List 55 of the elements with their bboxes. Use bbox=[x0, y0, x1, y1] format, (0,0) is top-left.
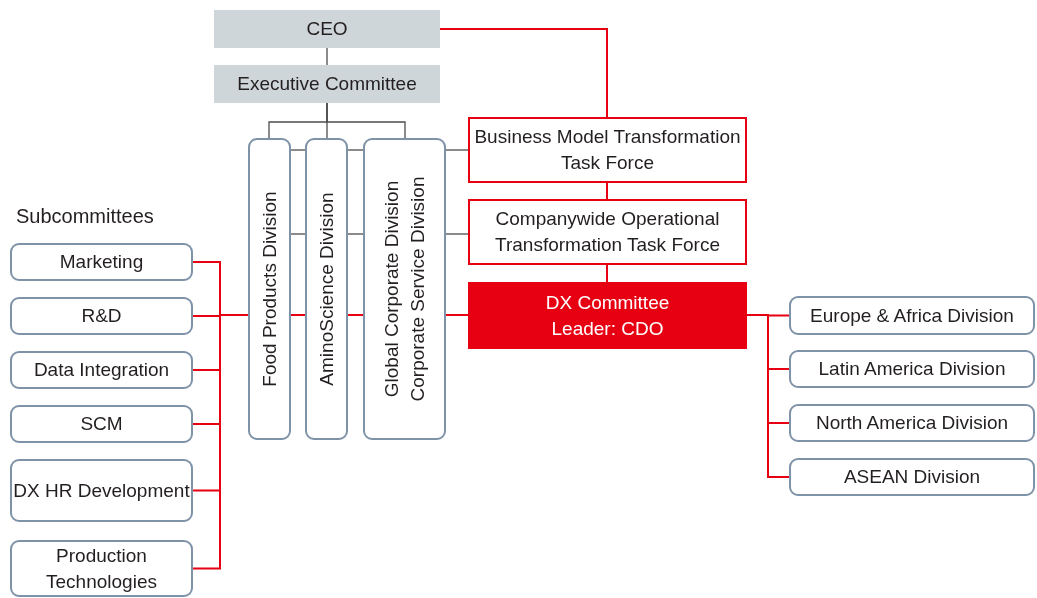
connector-line bbox=[290, 233, 306, 235]
subcommittee-box bbox=[10, 459, 193, 522]
connector-line bbox=[746, 314, 790, 478]
node-text: R&D bbox=[81, 304, 122, 329]
node-text: Companywide Operational Transformation Task Force bbox=[494, 207, 721, 257]
node-text: DX Committee bbox=[545, 290, 670, 315]
node-text: Executive Committee bbox=[237, 72, 417, 97]
connector-line bbox=[347, 233, 364, 235]
group-heading: Subcommittees bbox=[16, 205, 154, 228]
division-box bbox=[305, 138, 348, 440]
node-text: DX HR Development bbox=[13, 478, 190, 503]
connector-line bbox=[326, 47, 328, 66]
node-text: Food Products Division bbox=[257, 191, 281, 387]
connector-line bbox=[606, 182, 608, 200]
connector-line bbox=[445, 149, 469, 151]
region-division-box bbox=[789, 296, 1035, 335]
node-text: Leader: CDO bbox=[551, 316, 664, 341]
subcommittee-box bbox=[10, 540, 193, 597]
division-box bbox=[363, 138, 446, 440]
committee-box bbox=[214, 65, 440, 103]
node-text: Business Model Transformation Task Force bbox=[473, 125, 742, 175]
subcommittee-box bbox=[10, 351, 193, 389]
connector-line bbox=[439, 28, 608, 118]
connector-line bbox=[445, 314, 469, 316]
task-force-box bbox=[468, 117, 747, 183]
node-text: SCM bbox=[80, 412, 123, 437]
node-text: Europe & Africa Division bbox=[810, 303, 1014, 328]
node-text: ASEAN Division bbox=[843, 465, 981, 490]
subcommittee-box bbox=[10, 243, 193, 281]
connector-line bbox=[290, 314, 306, 316]
node-text: North America Division bbox=[815, 411, 1009, 436]
region-division-box bbox=[789, 458, 1035, 496]
node-text: AminoScience Division bbox=[314, 192, 338, 386]
node-text: Marketing bbox=[59, 250, 144, 275]
connector-line bbox=[290, 149, 306, 151]
ceo-box bbox=[214, 10, 440, 48]
node-text: Latin America Division bbox=[818, 357, 1006, 382]
region-division-box bbox=[789, 350, 1035, 388]
node-text: Production Technologies bbox=[45, 543, 158, 594]
connector-line bbox=[347, 314, 364, 316]
node-text: CEO bbox=[306, 17, 348, 42]
region-division-box bbox=[789, 404, 1035, 442]
connector-line bbox=[606, 264, 608, 283]
connector-line bbox=[192, 314, 249, 570]
node-text: Global Corporate Division bbox=[379, 180, 403, 398]
connector-line bbox=[347, 149, 364, 151]
node-text: Data Integration bbox=[33, 358, 170, 383]
division-box bbox=[248, 138, 291, 440]
connector-line bbox=[326, 102, 406, 139]
subcommittee-box bbox=[10, 297, 193, 335]
subcommittee-box bbox=[10, 405, 193, 443]
connector-line bbox=[445, 233, 469, 235]
committee-box bbox=[468, 282, 747, 349]
task-force-box bbox=[468, 199, 747, 265]
node-text: Corporate Service Division bbox=[405, 176, 429, 402]
